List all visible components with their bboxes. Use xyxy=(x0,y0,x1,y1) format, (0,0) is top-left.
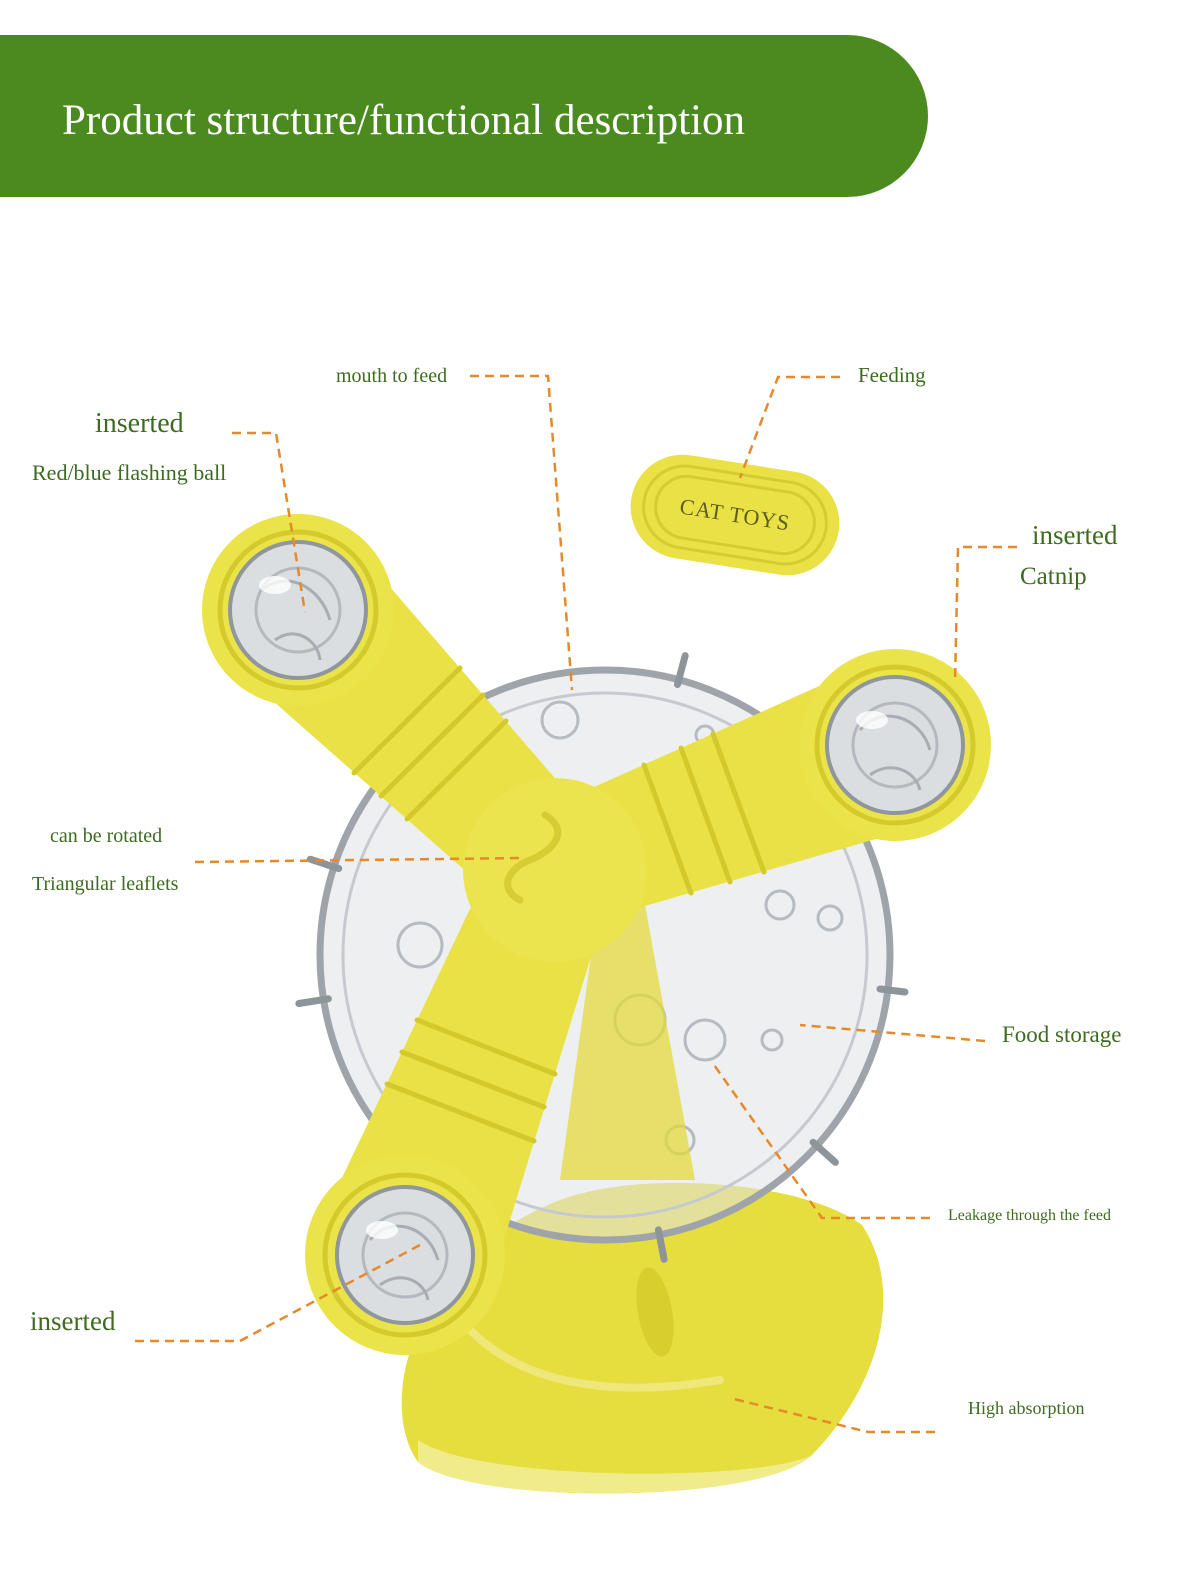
callout-feeding: Feeding xyxy=(858,363,926,387)
leader-catnip xyxy=(953,545,1017,683)
arm-band xyxy=(378,692,486,799)
arm-band xyxy=(678,745,733,885)
leaflet-head-inner-ring xyxy=(322,1172,488,1338)
callout-rotated-desc: Triangular leaflets xyxy=(32,873,179,895)
leaflet-head-right xyxy=(799,649,991,841)
leaflet-head-inner-ring xyxy=(814,664,976,826)
leader-bottom-inserted xyxy=(135,1243,421,1343)
leaflet-arm-bands xyxy=(351,665,767,1144)
paw-decoration xyxy=(816,904,844,932)
leaflet-hub xyxy=(463,778,647,962)
rim-knob xyxy=(306,855,343,872)
callout-high-absorption: High absorption xyxy=(968,1398,1085,1418)
arm-band xyxy=(404,718,509,822)
leader-leakage xyxy=(710,1061,930,1220)
suction-base-highlight xyxy=(466,1326,724,1392)
ball-highlight xyxy=(856,711,888,729)
ball-highlight xyxy=(366,1221,398,1239)
rim-knob xyxy=(809,1138,839,1166)
leader-food-storage xyxy=(799,1023,986,1043)
drum-inner-ring xyxy=(341,691,869,1219)
leader-leaflets xyxy=(194,856,523,864)
leaflet-head-upper-left xyxy=(202,514,394,706)
rim-knob xyxy=(295,995,332,1007)
suction-base xyxy=(401,1182,884,1494)
flashing-ball xyxy=(228,540,368,680)
rim-knob xyxy=(876,985,909,996)
ball-inner-pattern xyxy=(361,1211,449,1299)
rim-knob xyxy=(654,1226,668,1263)
paw-decoration xyxy=(540,700,580,740)
paw-decoration xyxy=(683,1018,727,1062)
rim-knob xyxy=(674,652,689,688)
paw-decoration xyxy=(764,889,796,921)
paw-decoration xyxy=(760,1028,784,1052)
drum-rim-knobs xyxy=(295,652,909,1263)
arm-band xyxy=(710,731,767,875)
leader-feeding xyxy=(738,375,840,479)
callout-catnip-desc: Catnip xyxy=(1020,563,1087,590)
hub-groove xyxy=(504,811,562,904)
title-banner: Product structure/functional description xyxy=(0,35,928,197)
triangular-leaflets xyxy=(202,514,991,1355)
inserted-ball xyxy=(335,1185,475,1325)
callout-catnip-title: inserted xyxy=(1032,520,1118,550)
callout-bottom-inserted: inserted xyxy=(30,1306,116,1336)
paw-decoration xyxy=(396,921,444,969)
lid-ridge xyxy=(654,474,816,556)
arm-band xyxy=(641,762,694,896)
arm-band xyxy=(351,665,463,776)
leaflet-head-inner-ring xyxy=(217,529,379,691)
leader-high-absorption xyxy=(729,1396,935,1434)
lid-body xyxy=(630,454,840,576)
arm-band xyxy=(414,1017,558,1077)
callout-flashing-ball-desc: Red/blue flashing ball xyxy=(32,460,227,485)
callout-food-storage: Food storage xyxy=(1002,1022,1122,1047)
catnip-ball xyxy=(825,675,965,815)
arm-band xyxy=(384,1081,537,1144)
callout-leakage: Leakage through the feed xyxy=(948,1207,1112,1224)
arm-band xyxy=(399,1049,547,1110)
callout-flashing-ball-title: inserted xyxy=(95,408,184,439)
drum-center-pole xyxy=(560,905,695,1180)
suction-base-rim xyxy=(418,1440,812,1494)
callout-rotated-title: can be rotated xyxy=(50,825,163,847)
leader-lines xyxy=(135,374,1017,1434)
page-title: Product structure/functional description xyxy=(62,97,746,144)
leader-mouth-to-feed xyxy=(470,374,574,691)
suction-base-bump xyxy=(636,1267,674,1357)
callout-mouth-to-feed: mouth to feed xyxy=(336,365,448,387)
ball-inner-pattern xyxy=(851,701,939,789)
leaflet-head-lower-left xyxy=(305,1155,505,1355)
ball-highlight xyxy=(259,576,291,594)
feeding-lid: CAT TOYS xyxy=(630,454,840,576)
suction-base-body xyxy=(401,1182,884,1494)
